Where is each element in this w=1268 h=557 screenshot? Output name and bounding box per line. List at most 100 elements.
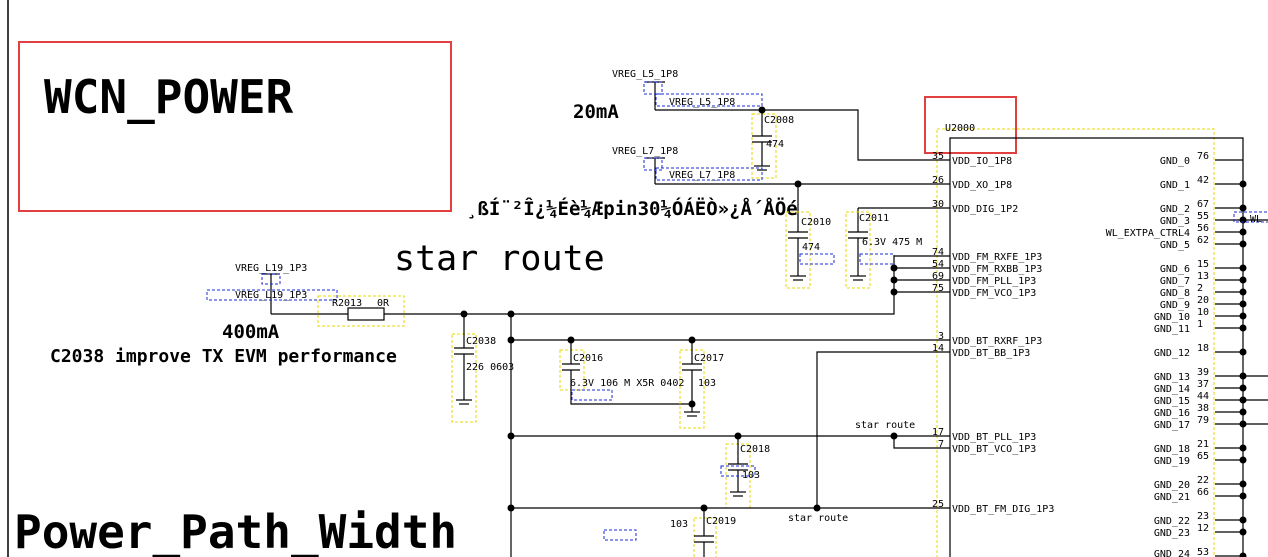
vreg-l7-net-label: VREG_L7_1P8 xyxy=(669,170,735,181)
wl-net-label: WL xyxy=(1250,214,1262,225)
c2010-capacitor: C2010 474 xyxy=(785,211,831,289)
title-box xyxy=(18,41,452,212)
pin-name: VDD_DIG_1P2 xyxy=(952,204,1018,215)
pin-name: GND_15 xyxy=(1154,396,1190,407)
r2013-val: 0R xyxy=(377,298,390,309)
pin-name: GND_14 xyxy=(1154,384,1190,395)
pin-name: GND_13 xyxy=(1154,372,1190,383)
c2019-ref: C2019 xyxy=(706,516,736,527)
title-text: WCN_POWER xyxy=(44,70,294,124)
r2013-ref: R2013 xyxy=(332,298,362,309)
footer-text: Power_Path_Width xyxy=(14,505,457,557)
pin-name: GND_10 xyxy=(1154,312,1190,323)
pin-num: 39 xyxy=(1197,367,1209,378)
c2019-val: 103 xyxy=(670,519,688,530)
c2011-val: 6.3V 475 M xyxy=(862,237,922,248)
pin-num: 53 xyxy=(1197,547,1209,557)
c2008-val: 474 xyxy=(766,139,784,150)
pin-name: GND_12 xyxy=(1154,348,1190,359)
pin-name: VDD_BT_FM_DIG_1P3 xyxy=(952,504,1054,515)
pin-num: 12 xyxy=(1197,523,1209,534)
chip-left-pins xyxy=(925,159,950,509)
wire-vdd-io xyxy=(655,109,925,161)
c2017-capacitor: C2017 103 xyxy=(679,340,724,429)
pin-name: GND_19 xyxy=(1154,456,1190,467)
pin-name: VDD_BT_BB_1P3 xyxy=(952,348,1030,359)
pin-num: 7 xyxy=(938,439,944,450)
pin-name: VDD_FM_PLL_1P3 xyxy=(952,276,1036,287)
pin-name: GND_5 xyxy=(1160,240,1190,251)
pin-num: 42 xyxy=(1197,175,1209,186)
c2016-ref: C2016 xyxy=(573,353,603,364)
vreg-l19-net-label: VREG_L19_1P3 xyxy=(235,290,307,301)
c2038-capacitor: C2038 226 0603 xyxy=(451,314,514,423)
chip-right-junctions xyxy=(1239,180,1247,557)
c2011-capacitor: C2011 6.3V 475 M xyxy=(845,211,922,289)
pin-name: GND_16 xyxy=(1154,408,1190,419)
pin-num: 55 xyxy=(1197,211,1209,222)
pin-num: 74 xyxy=(932,247,944,258)
pin-num: 30 xyxy=(932,199,944,210)
c2010-ref: C2010 xyxy=(801,217,831,228)
pin-num: 13 xyxy=(1197,271,1209,282)
pin-num: 66 xyxy=(1197,487,1209,498)
c2038-ref: C2038 xyxy=(466,336,496,347)
pin-name: GND_17 xyxy=(1154,420,1190,431)
chip-right-pin-numbers: 76 42 67 55 56 62 15 13 2 20 10 1 18 39 … xyxy=(1197,151,1209,557)
pin-name: GND_9 xyxy=(1160,300,1190,311)
u2000-outline xyxy=(936,128,1215,557)
pin-name: GND_20 xyxy=(1154,480,1190,491)
pin-name: GND_2 xyxy=(1160,204,1190,215)
chip-right-pin-names: GND_0 GND_1 GND_2 GND_3 WL_EXTPA_CTRL4 G… xyxy=(1106,156,1190,557)
pin-name: GND_1 xyxy=(1160,180,1190,191)
pin-name: GND_3 xyxy=(1160,216,1190,227)
pin-num: 15 xyxy=(1197,259,1209,270)
chip-left-pin-numbers: 35 26 30 74 54 69 75 3 14 17 7 25 xyxy=(932,151,944,510)
pin-name: VDD_IO_1P8 xyxy=(952,156,1012,167)
pin-name: VDD_BT_RXRF_1P3 xyxy=(952,336,1042,347)
c2011-ref: C2011 xyxy=(859,213,889,224)
pin-name: GND_6 xyxy=(1160,264,1190,275)
junction xyxy=(890,432,898,440)
pin-num: 21 xyxy=(1197,439,1209,450)
c2018-ref: C2018 xyxy=(740,444,770,455)
c2010-val: 474 xyxy=(802,242,820,253)
c2017-ref: C2017 xyxy=(694,353,724,364)
pin-name: GND_21 xyxy=(1154,492,1190,503)
pin-num: 3 xyxy=(938,331,944,342)
pin-name: GND_22 xyxy=(1154,516,1190,527)
pin-name: GND_18 xyxy=(1154,444,1190,455)
current-400ma: 400mA xyxy=(222,321,280,343)
pin-num: 25 xyxy=(932,499,944,510)
u2000-refdes: U2000 xyxy=(945,123,975,134)
pin-num: 69 xyxy=(932,271,944,282)
c2017-val: 103 xyxy=(698,378,716,389)
star-route-small-2: star route xyxy=(788,513,848,524)
junction xyxy=(507,432,515,440)
vreg-l7-net-box xyxy=(655,167,763,181)
wl-net-box xyxy=(1233,211,1268,223)
garbled-note: ¸ßÍ¨²Î¿¼Éè¼Æpin30¼ÓÁËÒ»¿Å´ÅÖé xyxy=(466,196,798,220)
vreg-l19-net-box xyxy=(206,289,338,301)
u2000-highlight xyxy=(924,96,1017,154)
vreg-l7-symbol: VREG_L7_1P8 xyxy=(612,146,678,184)
pin-num: 20 xyxy=(1197,295,1209,306)
pin-num: 54 xyxy=(932,259,944,270)
misc-net-box xyxy=(603,529,637,541)
wire-bt-bb xyxy=(816,351,925,508)
pin-name: GND_11 xyxy=(1154,324,1190,335)
pin-num: 1 xyxy=(1197,319,1203,330)
pin-num: 22 xyxy=(1197,475,1209,486)
pin-num: 37 xyxy=(1197,379,1209,390)
c2038-val: 226 0603 xyxy=(466,362,514,373)
pin-num: 38 xyxy=(1197,403,1209,414)
c2008-ref: C2008 xyxy=(764,115,794,126)
pin-name: GND_24 xyxy=(1154,549,1190,557)
current-20ma: 20mA xyxy=(573,101,619,123)
pin-name: VDD_XO_1P8 xyxy=(952,180,1012,191)
pin-num: 76 xyxy=(1197,151,1209,162)
star-route-small-1: star route xyxy=(855,420,915,431)
pin-num: 23 xyxy=(1197,511,1209,522)
pin-num: 79 xyxy=(1197,415,1209,426)
c2016-val: 6.3V 106 M X5R 0402 xyxy=(570,378,684,389)
